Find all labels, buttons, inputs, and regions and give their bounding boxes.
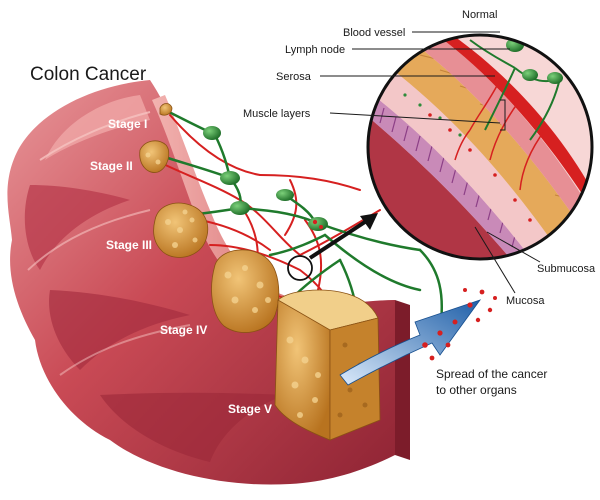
label-submucosa: Submucosa [537,263,596,275]
colon-fold-4 [100,392,285,462]
diagram-title: Colon Cancer [30,64,147,85]
lymph-node [230,201,250,215]
label-lymph-node: Lymph node [285,44,345,56]
lymph-nodes [203,126,328,231]
leader-muscle-layers [329,112,501,124]
zoom-arrow [308,213,378,260]
stage-2-label: Stage II [90,159,133,173]
lymph-node [220,171,240,185]
inset-heading: Normal [462,9,497,21]
colon-fold-1 [45,95,150,160]
callout-lines [320,31,541,294]
tumor-stage-4 [211,249,280,333]
tumors [139,103,381,441]
label-serosa: Serosa [276,71,312,83]
magnifier-circle [287,255,313,281]
colon-cut-face [395,300,410,460]
spread-arrow [339,288,497,386]
label-blood-vessel: Blood vessel [343,27,405,39]
leader-mucosa [474,226,516,294]
submucosa-layer [368,60,565,259]
stage-1-label: Stage I [108,117,147,131]
spread-label-line-1: Spread of the cancer [436,367,547,381]
lymph-node-affected [308,217,328,231]
tumor-stage-1 [159,103,173,116]
lymph-node [203,126,221,140]
tumor-stage-2 [139,140,170,173]
label-muscle-layers: Muscle layers [243,108,311,120]
stage-3-label: Stage III [106,238,152,252]
colon-fold-3 [49,290,190,370]
spread-label-line-2: to other organs [436,383,517,397]
leader-submucosa [486,231,541,263]
stage-4-label: Stage IV [160,323,207,337]
normal-inset [366,33,594,261]
stage-5-label: Stage V [228,402,272,416]
colon-fold-2 [24,185,130,270]
mucosa-layer [368,85,540,259]
muscle-layers [380,40,590,259]
label-mucosa: Mucosa [506,295,545,307]
lymph-node [276,189,294,201]
